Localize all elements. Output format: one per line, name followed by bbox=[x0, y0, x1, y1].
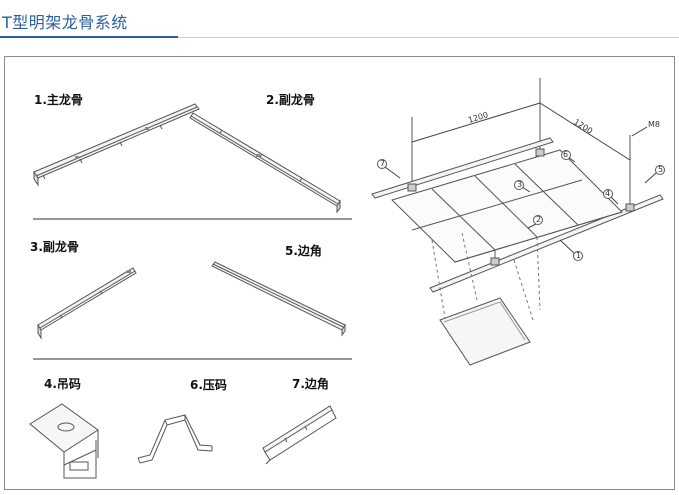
callout-number: 7 bbox=[380, 159, 386, 168]
part-label-hold-down-clip: 6.压码 bbox=[190, 378, 227, 392]
cross-tee-drawing bbox=[189, 112, 341, 214]
bolt-label: M8 bbox=[648, 120, 660, 129]
part-label-cross-tee: 2.副龙骨 bbox=[266, 93, 315, 107]
page-title: T型明架龙骨系统 bbox=[2, 13, 128, 32]
callout-number: 5 bbox=[658, 165, 664, 174]
hold-down-clip-drawing bbox=[137, 414, 213, 464]
callout-number: 6 bbox=[563, 150, 569, 159]
title-divider bbox=[178, 37, 679, 38]
part-label-cross-tee-short: 3.副龙骨 bbox=[30, 240, 79, 254]
wall-angle-drawing bbox=[211, 261, 346, 337]
shadow-wall-angle-drawing bbox=[262, 405, 337, 465]
hanger-clip-drawing bbox=[29, 403, 99, 479]
main-runner-drawing bbox=[33, 103, 200, 187]
callout-number: 1 bbox=[576, 251, 582, 260]
part-label-hanger-clip: 4.吊码 bbox=[44, 377, 81, 391]
part-label-main-runner: 1.主龙骨 bbox=[34, 93, 83, 107]
assembly-drawing bbox=[371, 78, 665, 366]
callout-number: 4 bbox=[605, 189, 611, 198]
cross-tee-short-drawing bbox=[37, 267, 137, 340]
callout-number: 2 bbox=[536, 215, 542, 224]
callout-number: 3 bbox=[517, 180, 523, 189]
title-underline bbox=[0, 36, 178, 38]
part-label-wall-angle: 5.边角 bbox=[285, 244, 322, 258]
diagram-frame bbox=[4, 56, 675, 490]
ceiling-tile bbox=[439, 297, 531, 366]
part-label-shadow-wall-angle: 7.边角 bbox=[292, 377, 329, 391]
